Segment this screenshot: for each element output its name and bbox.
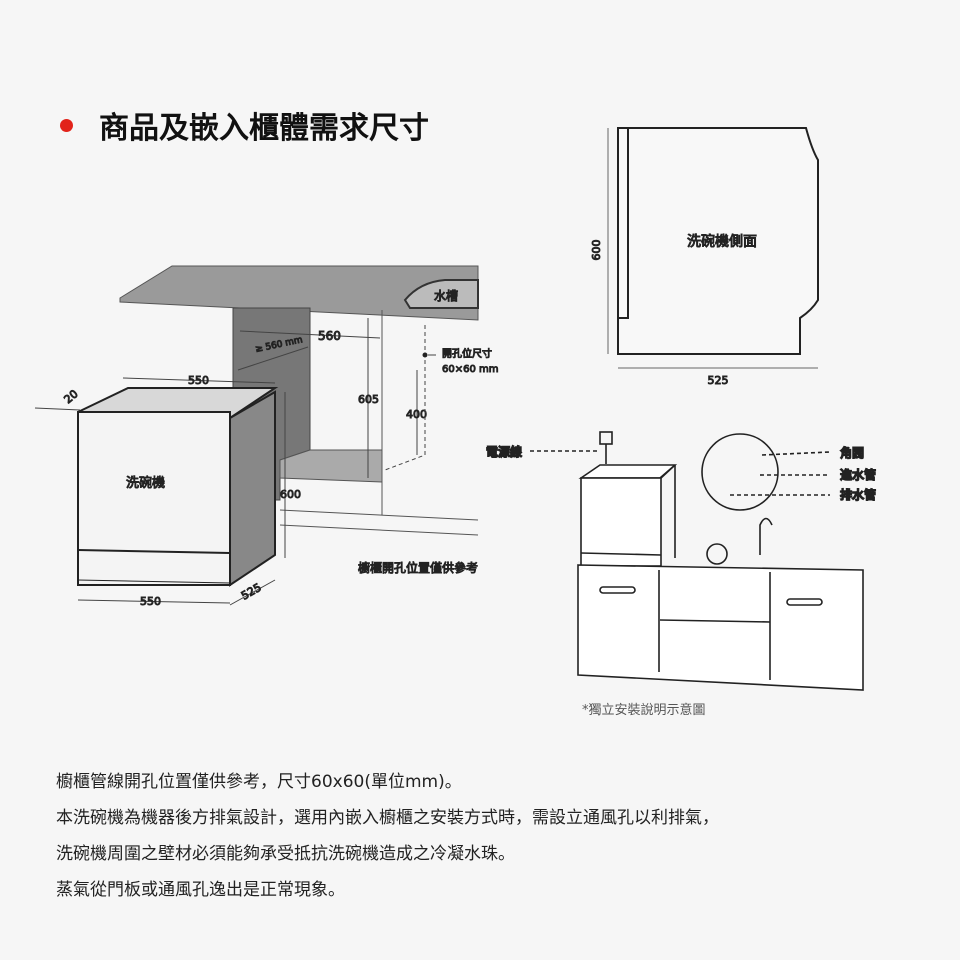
hole-label: 開孔位尺寸 (442, 347, 492, 360)
standalone-caption: *獨立安裝說明示意圖 (582, 702, 706, 718)
cabinet-width-label: 560 (318, 329, 341, 343)
title-text: 商品及嵌入櫃體需求尺寸 (99, 111, 429, 146)
note-line: 本洗碗機為機器後方排氣設計，選用內嵌入櫥櫃之安裝方式時，需設立通風孔以利排氣， (56, 808, 719, 828)
dw-width-bottom-label: 550 (140, 595, 161, 608)
hole-size-label: 60×60 mm (442, 364, 499, 375)
dishwasher-label: 洗碗機 (126, 475, 165, 491)
standalone-diagram: 電源線 角閥 進水管 排水管 *獨立安裝說明示意圖 (485, 431, 877, 718)
section-title: 商品及嵌入櫃體需求尺寸 (60, 103, 429, 147)
side-view: 600 洗碗機側面 525 (590, 127, 819, 388)
side-height-label: 600 (590, 240, 603, 261)
power-cord-label: 電源線 (486, 444, 522, 459)
bullet-icon (60, 118, 73, 132)
dw-height-label: 600 (280, 488, 301, 501)
h400-label: 400 (406, 408, 427, 421)
dw-depth-label: 525 (239, 581, 264, 603)
dishwasher-diagram: 洗碗機 550 20 600 550 525 (34, 374, 302, 609)
side-view-label: 洗碗機側面 (687, 234, 757, 250)
side-depth-label: 525 (708, 374, 729, 387)
drain-label: 排水管 (840, 487, 876, 502)
cabinet-caption: 櫥櫃開孔位置僅供參考 (358, 560, 478, 575)
notes: 櫥櫃管線開孔位置僅供參考，尺寸60x60(單位mm)。 本洗碗機為機器後方排氣設… (56, 764, 719, 908)
dw-width-top-label: 550 (188, 374, 209, 387)
note-line: 洗碗機周圍之壁材必須能夠承受抵抗洗碗機造成之冷凝水珠。 (56, 844, 515, 864)
note-line: 蒸氣從門板或通風孔逸出是正常現象。 (56, 880, 345, 900)
dw-gap-label: 20 (62, 387, 81, 406)
sink-label: 水槽 (434, 289, 458, 303)
note-line: 櫥櫃管線開孔位置僅供參考，尺寸60x60(單位mm)。 (56, 772, 462, 792)
inlet-label: 進水管 (840, 467, 876, 482)
h605-label: 605 (358, 393, 379, 406)
valve-label: 角閥 (840, 446, 864, 460)
